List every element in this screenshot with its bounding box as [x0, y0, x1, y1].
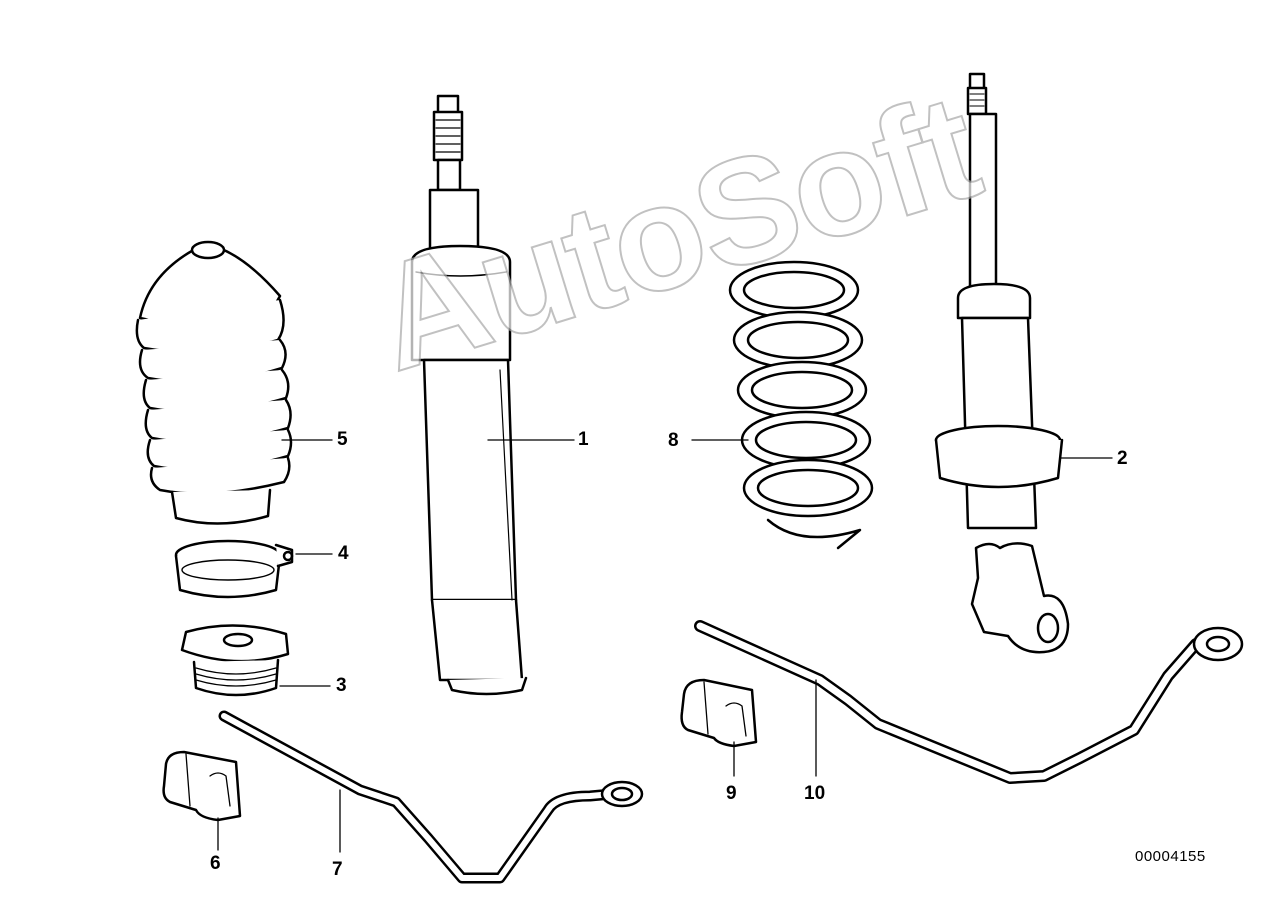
callout-8[interactable]: 8: [668, 430, 679, 451]
callout-6[interactable]: 6: [210, 853, 221, 874]
callout-9[interactable]: 9: [726, 783, 737, 804]
diagram-id-label: 00004155: [1135, 848, 1206, 865]
rubber-mounting-front-part[interactable]: [162, 750, 242, 851]
front-shock-absorber-part[interactable]: [410, 94, 575, 696]
callout-1[interactable]: 1: [578, 429, 589, 450]
rubber-mounting-rear-part[interactable]: [680, 678, 758, 777]
threaded-nut-part[interactable]: [180, 624, 331, 697]
front-stabilizer-bar-part[interactable]: [218, 710, 644, 884]
callout-2[interactable]: 2: [1117, 448, 1128, 469]
protective-boot-part[interactable]: [135, 240, 333, 525]
rear-stabilizer-bar-part[interactable]: [694, 620, 1244, 784]
callout-5[interactable]: 5: [337, 429, 348, 450]
callout-4[interactable]: 4: [338, 543, 349, 564]
callout-7[interactable]: 7: [332, 859, 343, 880]
callout-3[interactable]: 3: [336, 675, 347, 696]
hose-clamp-part[interactable]: [174, 539, 333, 599]
coil-spring-part[interactable]: [691, 260, 874, 550]
rear-shock-absorber-part[interactable]: [934, 72, 1113, 654]
callout-10[interactable]: 10: [804, 783, 826, 804]
